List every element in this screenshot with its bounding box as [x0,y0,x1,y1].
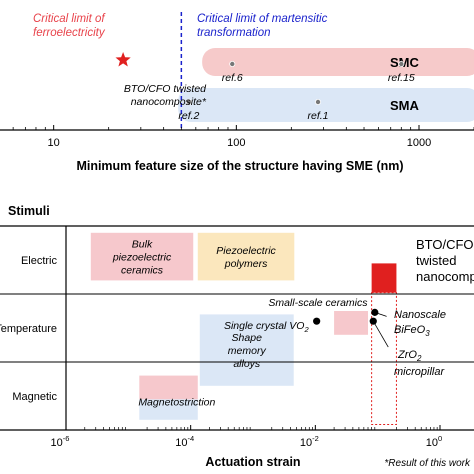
region-label: polymers [224,258,268,270]
limit-label: Critical limit of martensitic [197,13,328,25]
x-tick-label: 100 [426,434,442,449]
result-label: twisted [416,253,456,268]
star-label: BTO/CFO twisted [124,83,207,95]
band-sma [178,88,474,122]
callout-label: Nanoscale [394,309,446,321]
strain-region [90,232,194,281]
region-label: Shape [232,332,263,344]
star-label: nanocomposite* [131,96,207,108]
callout-leader [372,320,389,348]
x-tick-label: 10-6 [51,434,70,449]
limit-label: transformation [197,27,271,39]
callout-leader [374,311,387,317]
point-label: ref.1 [308,110,329,122]
region-label: Bulk [132,239,153,251]
result-solid-bar [371,263,397,293]
limit-label: Critical limit of [33,13,106,25]
strain-region [139,399,198,420]
result-dashed-box [371,292,397,426]
band-label-smc: SMC [390,55,420,70]
x-tick-label: 10-4 [175,434,194,449]
x-tick-label: 100 [227,137,245,149]
callout-label: ZrO2 [397,349,422,363]
point-label: ref.15 [388,72,415,84]
chart-title: Stimuli [8,204,50,218]
plot-label: Magnetostriction [138,396,215,408]
region-label: piezoelectric [112,252,172,264]
band-label-sma: SMA [390,98,420,113]
row-label: Temperature [0,323,57,335]
data-point [313,317,321,325]
x-tick-label: 10-2 [300,434,319,449]
data-point [315,99,322,106]
callout-label: BiFeO3 [394,324,430,338]
limit-label: ferroelectricity [33,27,106,39]
x-axis-title: Actuation strain [205,455,300,469]
band-smc [202,48,474,76]
strain-region [139,375,198,400]
row-label: Electric [21,255,58,267]
footnote: *Result of this work [384,458,471,469]
x-tick-label: 10 [48,137,60,149]
result-label: BTO/CFO [416,237,474,252]
point-label: ref.2 [178,110,199,122]
data-point [398,61,405,68]
region-label: alloys [233,358,261,370]
strain-region [197,232,295,281]
data-point [229,61,236,68]
region-label: Piezoelectric [216,245,276,257]
strain-region [334,311,369,335]
data-point [185,99,192,106]
row-label: Magnetic [12,391,57,403]
point-label: ref.6 [222,72,243,84]
callout-label: micropillar [394,366,445,378]
result-label: nanocomposite [416,269,474,284]
region-label: ceramics [121,265,164,277]
star-marker [115,52,131,67]
strain-region [199,314,294,386]
plot-label: Small-scale ceramics [268,297,368,309]
region-label: memory [228,345,267,357]
x-axis-title: Minimum feature size of the structure ha… [76,159,403,173]
point-label: Single crystal VO2 [224,320,310,334]
x-tick-label: 1000 [407,137,431,149]
